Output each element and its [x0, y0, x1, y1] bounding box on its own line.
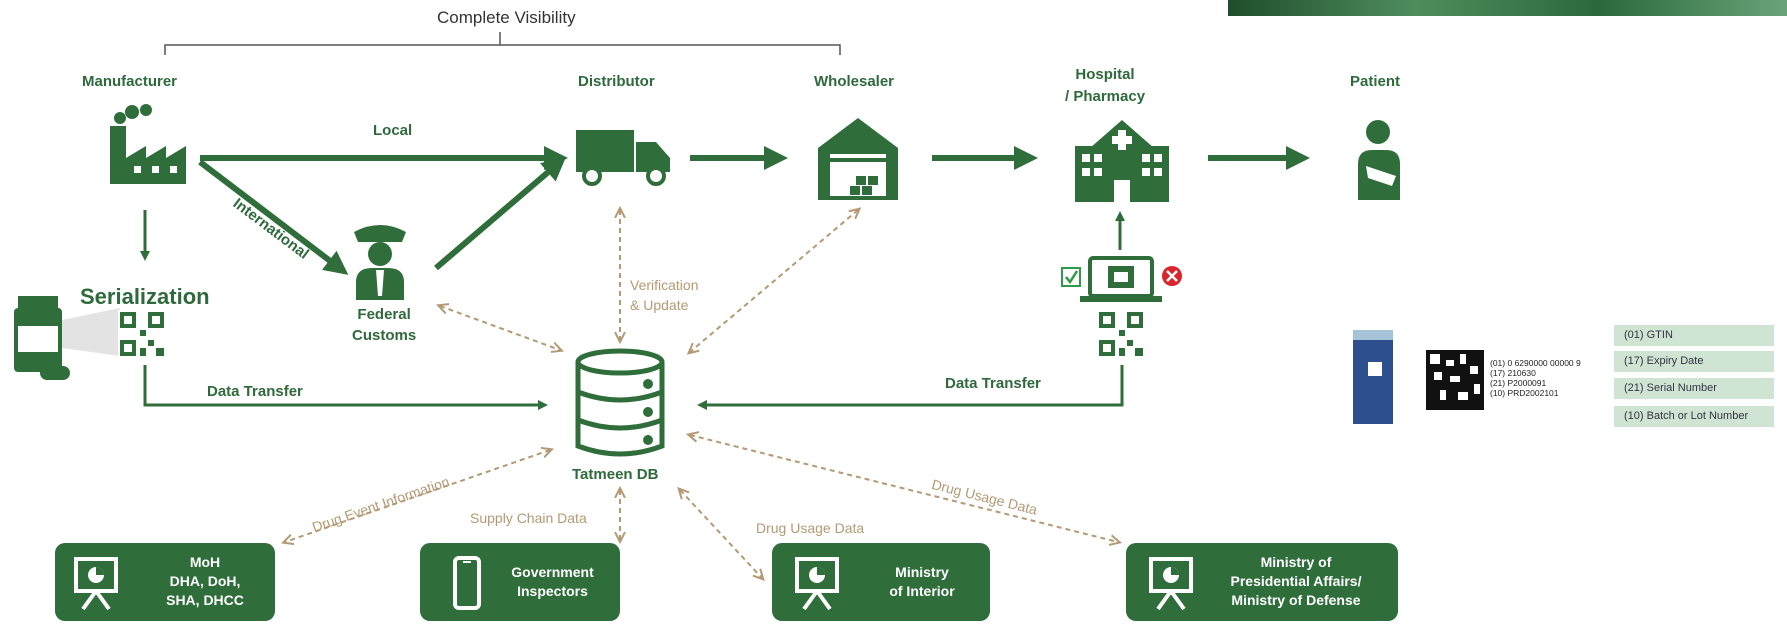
stakeholder-inspectors-label: Government Inspectors: [511, 564, 594, 599]
federal-customs-label: Federal Customs: [352, 306, 417, 344]
data-transfer-right-label: Data Transfer: [945, 375, 1041, 392]
dashed-wholesaler-db: [690, 210, 858, 352]
manufacturer-label: Manufacturer: [82, 73, 178, 90]
error-icon: [1162, 266, 1182, 286]
arrow-manufacturer-customs: [198, 159, 349, 275]
complete-visibility-label: Complete Visibility: [437, 8, 576, 27]
supply-chain-data-label: Supply Chain Data: [470, 510, 587, 526]
presentation-board-icon: [795, 557, 839, 611]
barcode-text-line: (17) 210630: [1490, 368, 1536, 378]
stakeholder-presidential-box: Ministry of Presidential Affairs/ Minist…: [1126, 543, 1398, 621]
barcode-text-line: (01) 0 6290000 00000 9: [1490, 358, 1581, 368]
presentation-board-icon: [74, 557, 118, 611]
serialization-label: Serialization: [80, 284, 210, 309]
wholesaler-label: Wholesaler: [814, 73, 895, 90]
truck-icon: [576, 130, 670, 186]
warehouse-icon: [818, 118, 898, 200]
local-label: Local: [373, 122, 413, 139]
arrow-data-transfer-left: [143, 365, 548, 410]
qr-code-icon-right: [1097, 310, 1145, 358]
mobile-phone-icon: [453, 556, 481, 610]
gs1-tag-serial: (21) Serial Number: [1614, 378, 1774, 399]
hospital-icon: [1075, 120, 1169, 202]
distributor-label: Distributor: [578, 73, 655, 90]
stakeholder-interior-box: Ministry of Interior: [772, 543, 990, 621]
data-transfer-left-label: Data Transfer: [207, 383, 303, 400]
database-icon: [575, 348, 665, 457]
medicine-bottle-icon: [14, 296, 120, 380]
dashed-db-presidential: [690, 435, 1118, 542]
header-banner-image: [1228, 0, 1787, 16]
arrow-data-transfer-right: [697, 365, 1124, 410]
arrow-customs-distributor: [434, 156, 567, 271]
stakeholder-moh-label: MoH DHA, DoH, SHA, DHCC: [166, 554, 244, 608]
hospital-pharmacy-label: Hospital / Pharmacy: [1065, 66, 1146, 105]
product-box-icon: [1353, 330, 1393, 424]
verification-update-label: Verification & Update: [630, 277, 699, 313]
tatmeen-db-label: Tatmeen DB: [572, 466, 659, 483]
gs1-tag-expiry: (17) Expiry Date: [1614, 351, 1774, 372]
presentation-board-icon: [1149, 557, 1193, 611]
check-icon: [1061, 267, 1081, 287]
datamatrix-barcode-icon: [1426, 350, 1484, 410]
customs-officer-icon: [354, 225, 406, 300]
drug-usage-data-label-1: Drug Usage Data: [756, 520, 865, 536]
stakeholder-presidential-label: Ministry of Presidential Affairs/ Minist…: [1230, 554, 1362, 608]
dashed-db-interior: [680, 490, 762, 578]
factory-icon: [110, 104, 186, 184]
stakeholder-moh-box: MoH DHA, DoH, SHA, DHCC: [55, 543, 275, 621]
visibility-bracket: [164, 32, 841, 55]
dashed-db-moh: [285, 450, 550, 542]
laptop-verification-icon: [1080, 256, 1162, 302]
gs1-tag-gtin: (01) GTIN: [1614, 325, 1774, 346]
patient-label: Patient: [1350, 73, 1401, 90]
dashed-customs-db: [440, 306, 560, 350]
barcode-text-line: (10) PRD2002101: [1490, 388, 1559, 398]
barcode-text-line: (21) P2000091: [1490, 378, 1547, 388]
qr-code-icon-left: [118, 310, 166, 358]
stakeholder-interior-label: Ministry of Interior: [889, 564, 955, 599]
gs1-tag-batch: (10) Batch or Lot Number: [1614, 406, 1774, 427]
patient-icon: [1358, 120, 1400, 200]
stakeholder-inspectors-box: Government Inspectors: [420, 543, 620, 621]
